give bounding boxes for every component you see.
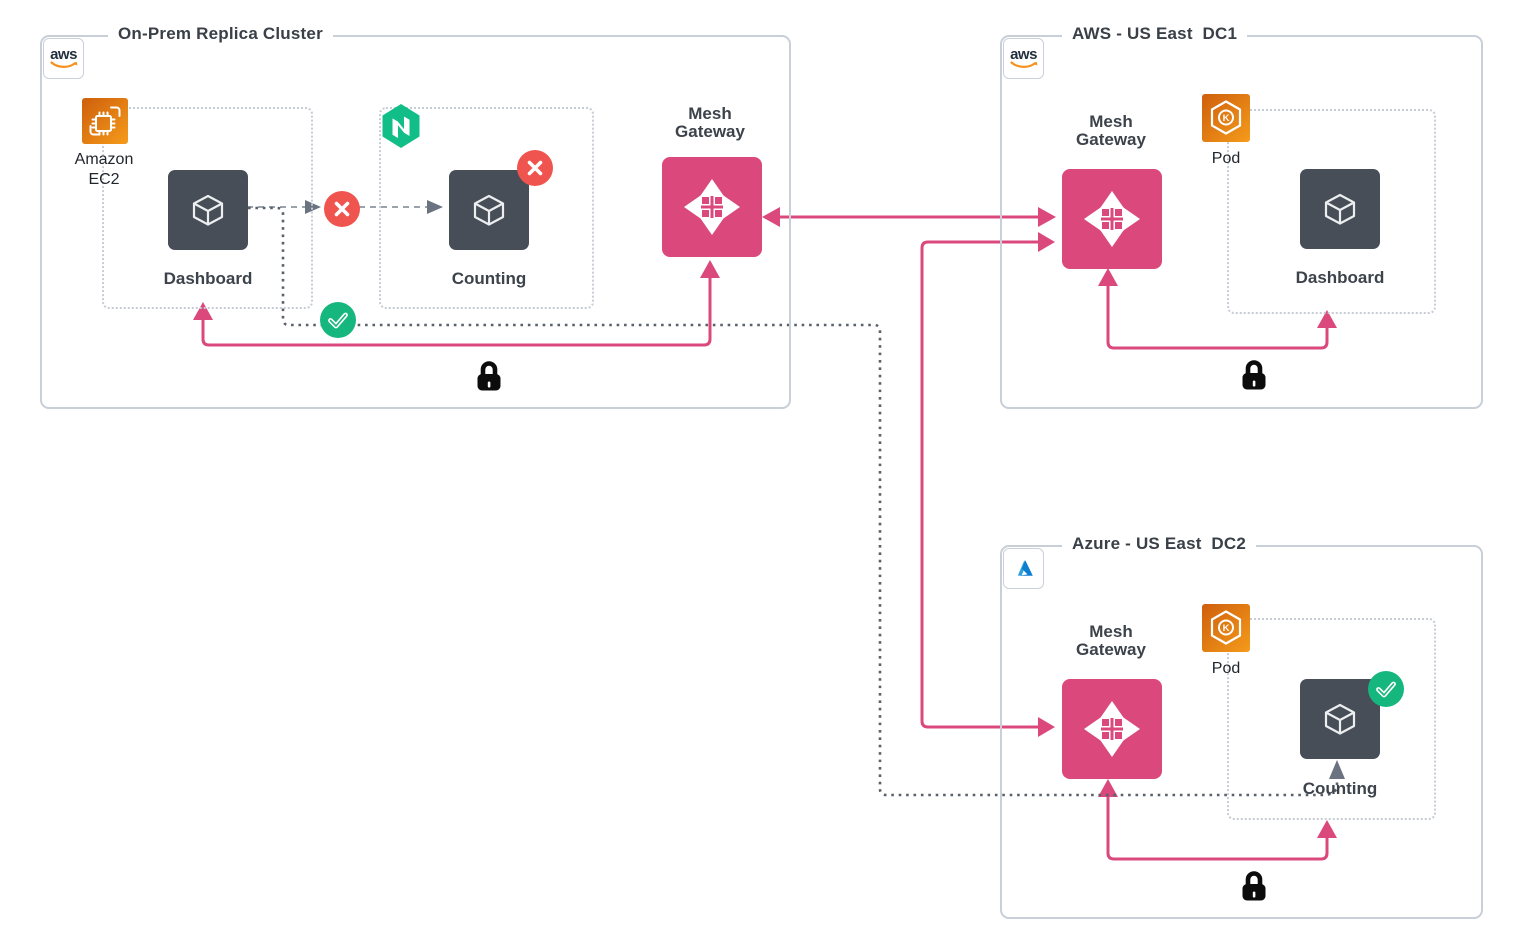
aws-logo-text: aws — [50, 45, 77, 63]
aws-smile-icon — [49, 60, 77, 68]
pod-label-dc1: Pod — [1211, 150, 1241, 167]
x-icon — [527, 160, 543, 176]
service-node-dashboard-dc1 — [1300, 169, 1380, 249]
mesh-gateway-icon — [1084, 701, 1140, 757]
cluster-onprem: On-Prem Replica Cluster aws — [40, 24, 791, 409]
azure-logo-icon — [1017, 559, 1033, 576]
cluster-dc2-title: Azure - US East DC2 — [1062, 534, 1257, 554]
counting-label-dc2: Counting — [1302, 779, 1378, 798]
cluster-aws-dc1: AWS - US East DC1 aws Mesh Gateway — [1000, 24, 1483, 409]
mesh-gateway-label-dc1: Mesh Gateway — [1076, 112, 1146, 149]
cube-icon — [1324, 193, 1356, 225]
svg-text:K: K — [1223, 623, 1230, 634]
cube-icon — [192, 194, 224, 226]
mesh-gateway-onprem — [662, 157, 762, 257]
counting-label-onprem: Counting — [451, 269, 527, 288]
amazon-ec2-icon — [82, 98, 128, 144]
svg-text:K: K — [1223, 113, 1230, 124]
aws-smile-icon — [1009, 60, 1037, 68]
cluster-azure-dc2: Azure - US East DC2 Mesh Gateway — [1000, 534, 1483, 919]
error-badge-counting — [517, 150, 553, 186]
success-badge-failover — [320, 302, 356, 338]
azure-badge — [1003, 548, 1044, 589]
mesh-gateway-icon — [684, 179, 740, 235]
mesh-gateway-icon — [1084, 191, 1140, 247]
cluster-dc1-title: AWS - US East DC1 — [1062, 24, 1248, 44]
service-node-dashboard-onprem — [168, 170, 248, 250]
dashboard-label-dc1: Dashboard — [1295, 268, 1385, 287]
kubernetes-pod-icon: K — [1202, 94, 1250, 142]
error-badge-link — [324, 191, 360, 227]
check-icon — [1376, 681, 1396, 698]
success-badge-counting-dc2 — [1368, 671, 1404, 707]
pod-label-dc2: Pod — [1211, 660, 1241, 677]
lock-icon — [477, 361, 501, 391]
aws-badge: aws — [43, 38, 84, 79]
lock-icon — [1242, 360, 1266, 390]
aws-logo-text: aws — [1010, 45, 1037, 63]
check-icon — [328, 312, 348, 329]
x-icon — [334, 201, 350, 217]
nomad-icon — [382, 104, 420, 148]
mesh-gateway-dc1 — [1062, 169, 1162, 269]
lock-icon — [1242, 871, 1266, 901]
kubernetes-pod-icon: K — [1202, 604, 1250, 652]
cube-icon — [1324, 703, 1356, 735]
dashboard-label-onprem: Dashboard — [163, 269, 253, 288]
mesh-gateway-label-onprem: Mesh Gateway — [675, 104, 745, 141]
cluster-onprem-title: On-Prem Replica Cluster — [108, 24, 333, 44]
aws-badge: aws — [1003, 38, 1044, 79]
mesh-gateway-label-dc2: Mesh Gateway — [1076, 622, 1146, 659]
mesh-gateway-dc2 — [1062, 679, 1162, 779]
amazon-ec2-label: Amazon EC2 — [74, 151, 134, 188]
cube-icon — [473, 194, 505, 226]
